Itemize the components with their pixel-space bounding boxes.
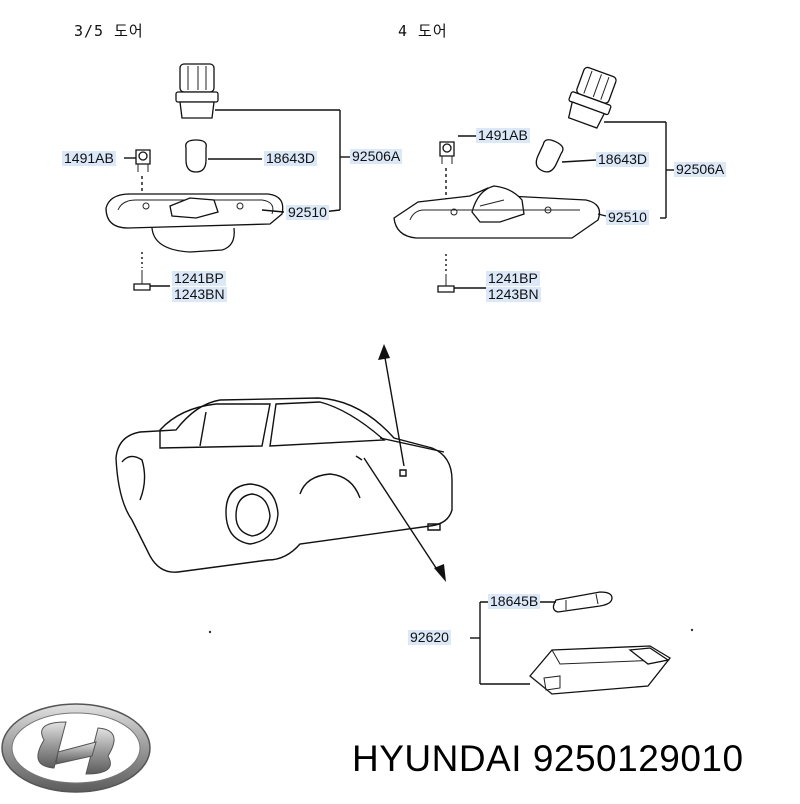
right-label-lens: 92510 — [606, 209, 649, 225]
right-socket-icon — [567, 66, 617, 129]
brand-name: HYUNDAI — [352, 738, 523, 779]
left-label-assembly: 92506A — [350, 148, 403, 164]
left-label-bulb: 18643D — [264, 150, 318, 166]
left-socket-icon — [175, 63, 219, 119]
up-arrow-icon — [378, 344, 405, 467]
right-label-assembly: 92506A — [674, 161, 727, 177]
right-lens-icon — [393, 185, 601, 239]
right-screw-icon — [437, 254, 455, 293]
left-label-lens: 92510 — [286, 204, 329, 220]
left-section-title: 3/5 도어 — [74, 22, 144, 40]
left-lens-icon — [105, 193, 284, 253]
trunk-lamp-icon — [529, 645, 671, 695]
right-bolt-icon — [439, 141, 455, 164]
right-label-bolt: 1491AB — [476, 127, 530, 143]
brand-part-number: HYUNDAI 9250129010 — [352, 738, 744, 780]
part-number: 9250129010 — [532, 738, 744, 779]
down-arrow-icon — [363, 457, 446, 582]
left-screw-icon — [133, 252, 151, 291]
trunk-label-lamp: 92620 — [408, 629, 451, 645]
hyundai-logo-icon — [1, 703, 151, 793]
left-label-screw-a: 1241BP — [172, 270, 226, 286]
right-bulb-icon — [535, 139, 564, 173]
car-outline-icon — [115, 397, 453, 573]
left-label-bolt: 1491AB — [62, 150, 116, 166]
left-bolt-icon — [135, 149, 151, 172]
left-bulb-icon — [185, 139, 207, 173]
right-label-screw-b: 1243BN — [486, 286, 541, 302]
right-section-title: 4 도어 — [398, 22, 448, 40]
right-label-screw-a: 1241BP — [486, 270, 540, 286]
right-label-bulb: 18643D — [596, 151, 650, 167]
left-label-screw-b: 1243BN — [172, 286, 227, 302]
trunk-bulb-icon — [552, 591, 613, 613]
trunk-label-bulb: 18645B — [488, 593, 541, 609]
